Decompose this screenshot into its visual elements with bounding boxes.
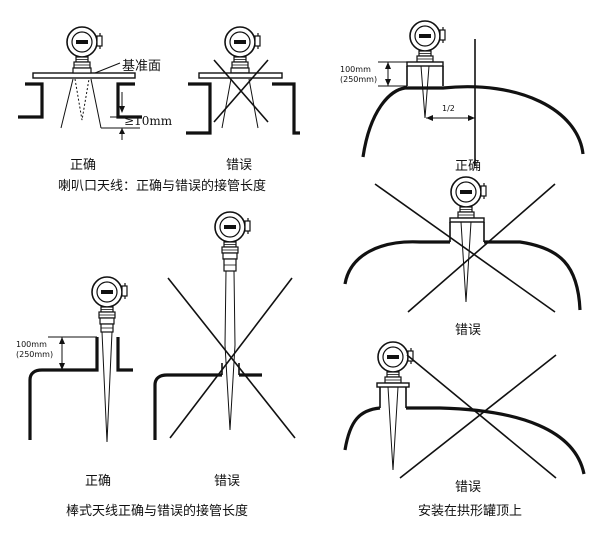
rod-wrong-figure (153, 211, 296, 440)
dome-dim-bottom: (250mm) (340, 75, 378, 84)
gauge-icon (214, 211, 251, 243)
horn-caption: 喇叭口天线：正确与错误的接管长度 (58, 179, 267, 194)
horn-wrong-figure (186, 26, 300, 135)
horn-correct-figure (18, 26, 142, 140)
rod-correct-figure (28, 276, 133, 443)
rod-caption: 棒式天线正确与错误的接管长度 (66, 504, 249, 519)
gauge-icon (91, 276, 128, 308)
dome-dim-top: 100mm (340, 65, 371, 74)
min-length-label: ≥10mm (124, 114, 173, 128)
dome-wrong-label-2: 错误 (455, 480, 482, 495)
rod-dim-bottom: (250mm) (16, 350, 54, 359)
horn-wrong-label: 错误 (226, 158, 253, 173)
gauge-icon (409, 20, 446, 52)
rod-dim-top: 100mm (16, 340, 47, 349)
rod-wrong-label: 错误 (214, 474, 241, 489)
dome-wrong-label-1: 错误 (455, 323, 482, 338)
dome-caption: 安装在拱形罐顶上 (418, 504, 523, 519)
dome-wrong-figure-1 (343, 176, 582, 313)
dome-half-label: 1/2 (442, 104, 455, 113)
gauge-icon (377, 341, 414, 373)
gauge-icon (66, 26, 103, 58)
dome-correct-figure (361, 20, 585, 166)
dome-wrong-figure-2 (343, 341, 586, 479)
dome-correct-label: 正确 (455, 159, 482, 174)
horn-correct-label: 正确 (70, 158, 97, 173)
gauge-icon (224, 26, 261, 58)
reference-surface-label: 基准面 (122, 59, 162, 74)
rod-correct-label: 正确 (85, 474, 112, 489)
gauge-icon (450, 176, 487, 208)
